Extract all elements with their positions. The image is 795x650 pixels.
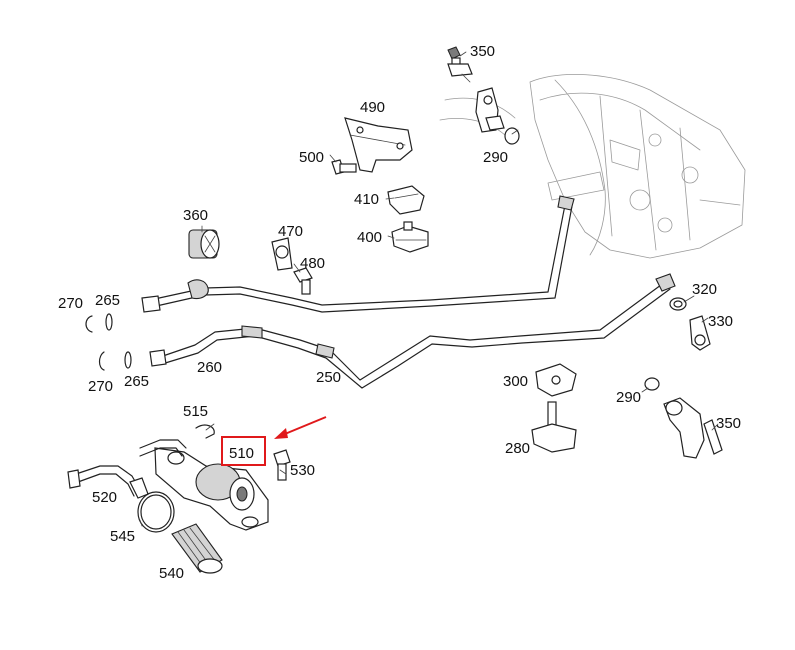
oil-line-260 [149, 273, 676, 389]
part-330-banjo-bolt[interactable] [689, 315, 711, 351]
callout-320[interactable]: 320 [692, 281, 717, 298]
part-320-washer[interactable] [669, 297, 687, 311]
part-265-seal-lower[interactable] [124, 351, 132, 369]
callout-530[interactable]: 530 [290, 462, 315, 479]
callout-515[interactable]: 515 [183, 403, 208, 420]
callout-300[interactable]: 300 [503, 373, 528, 390]
part-265-seal-upper[interactable] [105, 313, 113, 331]
callout-410[interactable]: 410 [354, 191, 379, 208]
callout-265-lower[interactable]: 265 [124, 373, 149, 390]
callout-labels: 350 490 500 290 410 400 360 470 480 270 … [58, 43, 741, 582]
part-510-filter-housing[interactable] [154, 447, 269, 531]
callout-290-top[interactable]: 290 [483, 149, 508, 166]
part-530-bolt[interactable] [273, 449, 291, 481]
part-270-snap-ring-upper[interactable] [85, 315, 93, 333]
part-545-o-ring[interactable] [137, 491, 175, 533]
part-500-bolt[interactable] [331, 159, 357, 175]
part-400-clamp[interactable] [391, 221, 429, 253]
callout-330[interactable]: 330 [708, 313, 733, 330]
part-350-bolt-top[interactable] [447, 46, 473, 83]
part-300-bracket[interactable] [535, 363, 577, 397]
callout-540[interactable]: 540 [159, 565, 184, 582]
callout-350-lower[interactable]: 350 [716, 415, 741, 432]
callout-270-lower[interactable]: 270 [88, 378, 113, 395]
part-290-bracket [475, 87, 520, 145]
part-515-retaining-clip[interactable] [195, 424, 215, 439]
part-350-banjo-fitting[interactable] [663, 397, 723, 459]
callout-290-lower[interactable]: 290 [616, 389, 641, 406]
oil-line-250 [141, 195, 575, 313]
callout-500[interactable]: 500 [299, 149, 324, 166]
callout-480[interactable]: 480 [300, 255, 325, 272]
part-470-clamp[interactable] [271, 237, 293, 271]
part-410-clip[interactable] [387, 185, 425, 215]
callout-400[interactable]: 400 [357, 229, 382, 246]
callout-280[interactable]: 280 [505, 440, 530, 457]
callout-270-upper[interactable]: 270 [58, 295, 83, 312]
part-490-bracket[interactable] [344, 117, 413, 173]
part-270-snap-ring-lower[interactable] [98, 351, 105, 371]
callout-545[interactable]: 545 [110, 528, 135, 545]
callout-360[interactable]: 360 [183, 207, 208, 224]
callout-265-upper[interactable]: 265 [95, 292, 120, 309]
part-540-filter-element[interactable] [171, 523, 223, 574]
leader-lines [139, 51, 719, 527]
callout-490[interactable]: 490 [360, 99, 385, 116]
callout-250[interactable]: 250 [316, 369, 341, 386]
highlight-arrow [274, 416, 327, 439]
callout-470[interactable]: 470 [278, 223, 303, 240]
callout-510[interactable]: 510 [229, 445, 254, 462]
highlight-box-510 [221, 436, 266, 466]
transmission-housing [439, 74, 746, 259]
part-280-bracket[interactable] [531, 401, 577, 453]
callout-350-top[interactable]: 350 [470, 43, 495, 60]
part-290-seal-ring[interactable] [644, 377, 660, 391]
part-360-grommet[interactable] [188, 229, 220, 259]
callout-260[interactable]: 260 [197, 359, 222, 376]
callout-520[interactable]: 520 [92, 489, 117, 506]
part-480-bolt[interactable] [293, 267, 313, 295]
